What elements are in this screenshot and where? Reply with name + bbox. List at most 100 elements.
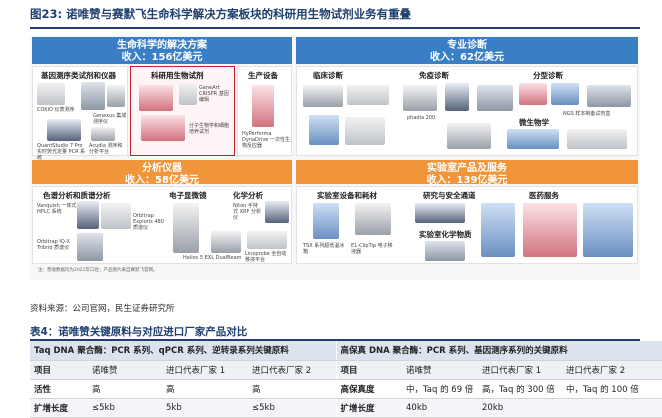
typing-plate-image bbox=[551, 83, 579, 105]
table-cell: ≤5kb bbox=[248, 398, 336, 418]
helios-caption: Helios 5 EXL DualBeam bbox=[183, 255, 242, 261]
area-chrom-ms-label: 色谱分析和质谱分析 bbox=[43, 191, 111, 200]
table-row: 扩增长度 ≤5kb 5kb ≤5kb 扩增长度 40kb 20kb bbox=[30, 398, 662, 418]
clinical-analyzer-image bbox=[303, 85, 343, 107]
geneart-tube-image bbox=[179, 83, 197, 105]
area-lab-chemicals-label: 实验室化学物质 bbox=[419, 230, 472, 239]
orbitrap-iqx-image bbox=[77, 233, 103, 261]
segment-analytical-title: 分析仪器 bbox=[142, 163, 182, 174]
area-research-bio-reagents-label: 科研用生物试剂 bbox=[151, 71, 204, 80]
area-research-bio-reagents: 科研用生物试剂 GeneArt CRISPR 基因编辑 分子生物学和细胞培养试剂 bbox=[130, 66, 235, 156]
microbio-system-image bbox=[567, 129, 627, 149]
segment-analytical-revenue: 收入：58亿美元 bbox=[125, 175, 199, 186]
linoprobe-caption: Linoprobe 全自动移液平台 bbox=[245, 251, 287, 263]
clinical-services-image bbox=[523, 203, 577, 257]
table-cell: 高 bbox=[162, 379, 248, 399]
table-heading-row: Taq DNA 聚合酶：PCR 系列、qPCR 系列、逆转录系列关键原料 高保真… bbox=[30, 341, 662, 361]
vanquish-caption: Vanquish 一体式 HPLC 系统 bbox=[37, 203, 77, 215]
ultra-low-freezer-image bbox=[313, 203, 339, 239]
geneart-caption: GeneArt CRISPR 基因编辑 bbox=[199, 85, 229, 103]
segment-lab-products-revenue: 收入：139亿美元 bbox=[426, 175, 508, 186]
table-cell: 40kb bbox=[402, 398, 478, 418]
pipette-image bbox=[355, 203, 391, 235]
electron-microscope-image bbox=[173, 203, 199, 253]
area-clinical-dx-label: 临床诊断 bbox=[313, 71, 343, 80]
table-cell: 扩增长度 bbox=[335, 398, 402, 418]
coxio-caption: COXIO 仪表测序 bbox=[37, 107, 75, 113]
area-microbio-label: 微生物学 bbox=[519, 118, 549, 127]
linoprobe-image bbox=[247, 231, 287, 249]
helios-image bbox=[211, 231, 241, 253]
column-header: 进口代表厂家 2 bbox=[562, 360, 662, 380]
segment-lab-products-header: 实验室产品及服务 收入：139亿美元 bbox=[296, 160, 638, 186]
vanquish-image bbox=[77, 201, 99, 229]
table-row: 活性 高 高 高 高保真度 中，Taq 的 69 倍 高，Taq 的 300 倍… bbox=[30, 379, 662, 399]
immuno-kit-image bbox=[477, 85, 513, 111]
genexus-caption: Genexus 集成测序仪 bbox=[93, 113, 127, 125]
area-specialty-diagnostics: 临床诊断 免疫诊断 分型诊断 phadia 200 NGS 样本制备试剂盒 微生… bbox=[296, 66, 638, 156]
area-gene-sequencing: 基因测序类试剂和仪器 COXIO 仪表测序 Genexus 集成测序仪 Quan… bbox=[32, 66, 128, 161]
area-bioproduction: 生产设备 HyPerforma DynaDrive 一次性生物反应器 bbox=[237, 66, 292, 156]
figure-footnote: 注：营收数据均为2021年口径；产品图片来自赛默飞官网。 bbox=[38, 268, 158, 273]
typing-kit-image bbox=[519, 83, 547, 105]
quantstudio-caption: QuantStudio 7 Pro 实时荧光定量 PCR 系统 bbox=[37, 143, 86, 161]
area-research-safety-label: 研究与安全通道 bbox=[423, 191, 476, 200]
segment-analytical-header: 分析仪器 收入：58亿美元 bbox=[32, 160, 292, 186]
area-gene-sequencing-label: 基因测序类试剂和仪器 bbox=[41, 71, 116, 80]
e1clip-caption: E1-ClipTip 电子移液器 bbox=[351, 243, 393, 255]
column-header: 项目 bbox=[30, 360, 88, 380]
table-cell: 5kb bbox=[162, 398, 248, 418]
reagent-kits-caption: 分子生物学和细胞培养试剂 bbox=[189, 123, 230, 135]
table-title: 表4：诺唯赞关键原料与对应进口厂家产品对比 bbox=[30, 326, 248, 338]
tsx-caption: TSX 系列超低温冰箱 bbox=[303, 243, 345, 255]
safety-cabinet-image bbox=[415, 203, 465, 223]
table-cell: 中，Taq 的 69 倍 bbox=[402, 379, 478, 399]
supply-chain-image bbox=[481, 203, 515, 257]
business-segments-figure: 生命科学的解决方案 收入：156亿美元 基因测序类试剂和仪器 COXIO 仪表测… bbox=[30, 35, 640, 280]
table-cell: 高 bbox=[88, 379, 162, 399]
niton-image bbox=[265, 201, 289, 223]
sequencer-side-image bbox=[107, 85, 125, 107]
area-electron-microscopy-label: 电子显微镜 bbox=[169, 191, 207, 200]
phadia-caption: phadia 200 bbox=[407, 115, 436, 121]
microbio-culture-image bbox=[507, 129, 559, 149]
figure-title: 图23: 诺唯赞与赛默飞生命科学解决方案板块的科研用生物试剂业务有重叠 bbox=[30, 7, 412, 21]
reagent-box-image bbox=[139, 85, 173, 111]
area-clinical-services-label: 医药服务 bbox=[529, 191, 559, 200]
table-title-rule bbox=[30, 339, 640, 341]
figure-title-rule bbox=[30, 27, 640, 29]
table-cell bbox=[562, 398, 662, 418]
niton-caption: Niton 手持式 XRF 分析仪 bbox=[233, 203, 261, 221]
bioreactor-caption: HyPerforma DynaDrive 一次性生物反应器 bbox=[242, 131, 290, 149]
hifi-polymerase-heading: 高保真 DNA 聚合酶：PCR 系列、基因测序系列的关键原料 bbox=[335, 341, 662, 361]
microbio-plate-image bbox=[447, 123, 491, 149]
immuno-instrument-image bbox=[445, 83, 469, 111]
table-cell: ≤5kb bbox=[88, 398, 162, 418]
segment-life-science-header: 生命科学的解决方案 收入：156亿美元 bbox=[32, 37, 292, 64]
table-cell: 活性 bbox=[30, 379, 88, 399]
orbitrap-exploris-image bbox=[101, 203, 131, 229]
clinical-tubes-image bbox=[309, 115, 339, 145]
orbitrap-exploris-caption: Orbitrap Exploris 480 质谱仪 bbox=[133, 213, 164, 231]
segment-specialty-dx-title: 专业诊断 bbox=[447, 40, 487, 51]
ngs-prep-image bbox=[587, 85, 631, 107]
taq-polymerase-heading: Taq DNA 聚合酶：PCR 系列、qPCR 系列、逆转录系列关键原料 bbox=[30, 341, 336, 361]
reagent-pack-image bbox=[345, 117, 385, 145]
reagent-kits-image bbox=[141, 115, 185, 141]
column-header: 进口代表厂家 1 bbox=[478, 360, 562, 380]
area-immuno-dx-label: 免疫诊断 bbox=[419, 71, 449, 80]
area-analytical: 色谱分析和质谱分析 电子显微镜 化学分析 Vanquish 一体式 HPLC 系… bbox=[32, 186, 292, 264]
table-cell: 高，Taq 的 300 倍 bbox=[478, 379, 562, 399]
segment-specialty-dx-revenue: 收入：62亿美元 bbox=[430, 52, 504, 63]
ngs-prep-caption: NGS 样本制备试剂盒 bbox=[563, 111, 611, 117]
column-header: 进口代表厂家 2 bbox=[248, 360, 336, 380]
table-cell: 扩增长度 bbox=[30, 398, 88, 418]
phadia-image bbox=[403, 85, 437, 111]
segment-life-science-revenue: 收入：156亿美元 bbox=[121, 52, 203, 63]
bioreactor-image bbox=[252, 85, 274, 127]
clinical-trial-image bbox=[583, 203, 633, 257]
figure-source: 资料来源：公司官网，民生证券研究所 bbox=[30, 304, 175, 314]
orbitrap-iqx-caption: Orbitrap IQ-X Tribrid 质谱仪 bbox=[37, 239, 70, 251]
raw-material-comparison-table: Taq DNA 聚合酶：PCR 系列、qPCR 系列、逆转录系列关键原料 高保真… bbox=[30, 341, 662, 418]
genexus-instrument-image bbox=[81, 82, 105, 110]
